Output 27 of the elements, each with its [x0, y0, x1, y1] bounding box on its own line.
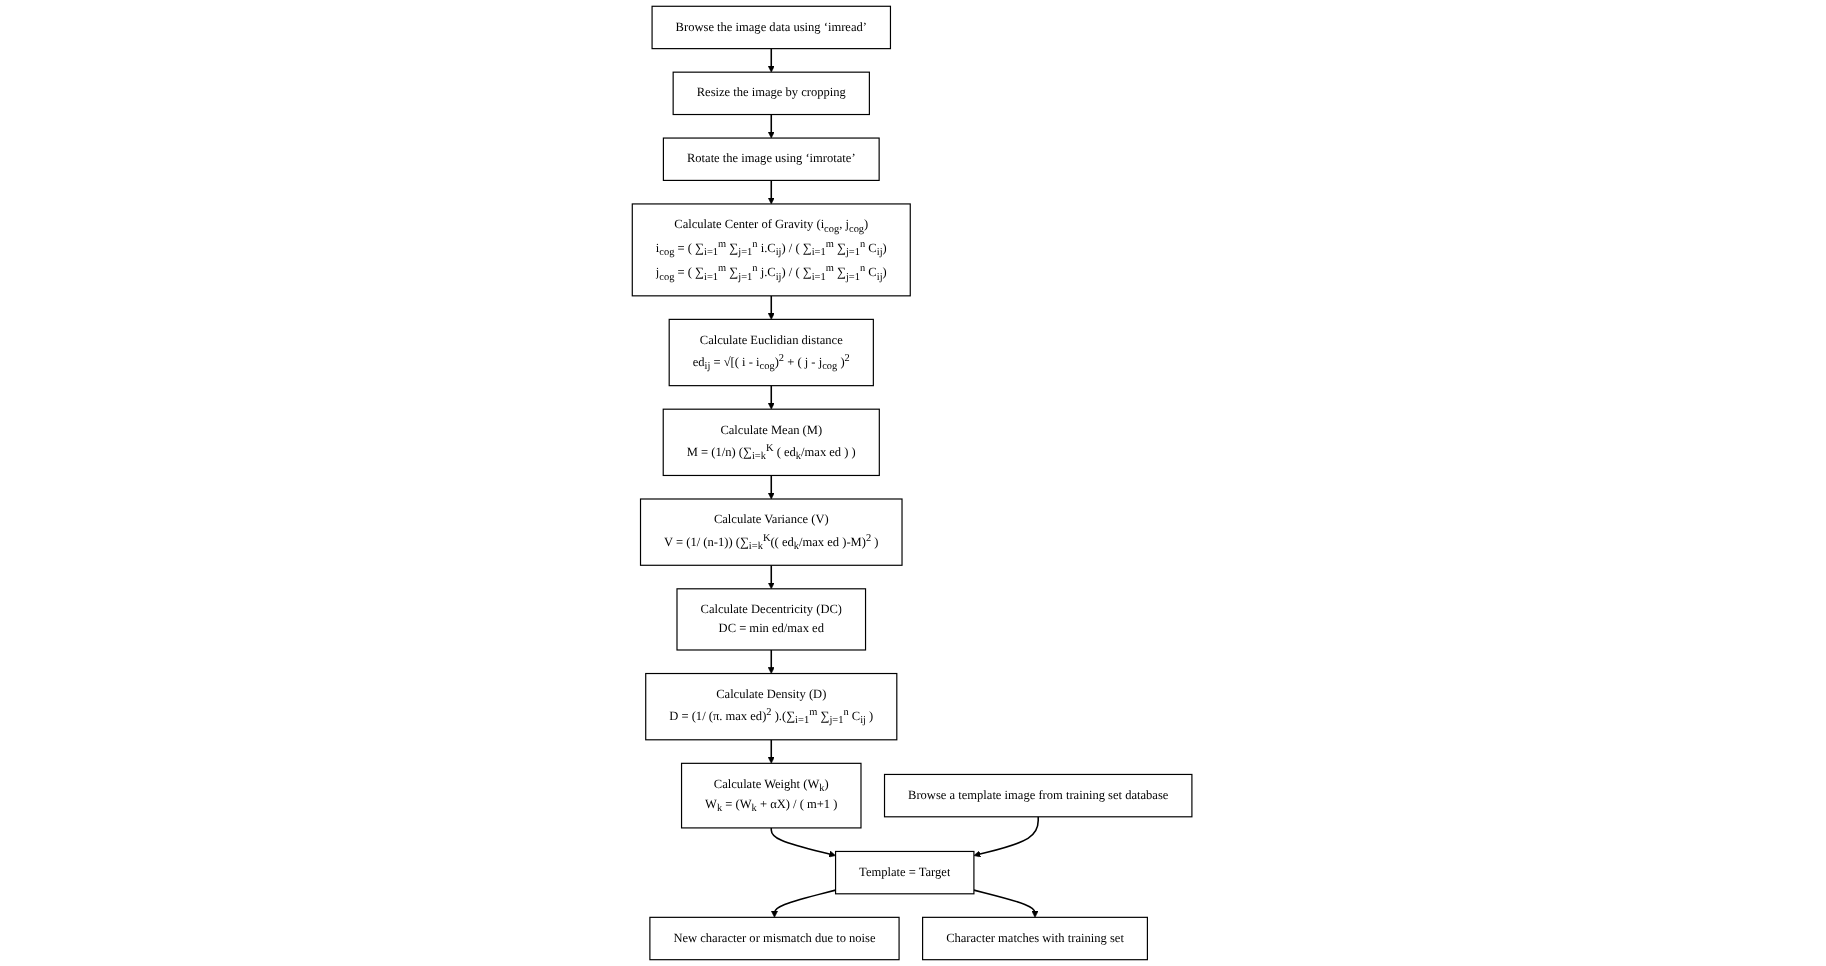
- node-box: [673, 71, 871, 116]
- node-box: [640, 498, 904, 566]
- arrow: [768, 474, 776, 500]
- arrow: [768, 295, 776, 320]
- arrow: [974, 816, 1040, 858]
- node-box: [681, 762, 863, 829]
- node-box: [835, 850, 976, 895]
- arrow: [768, 384, 776, 410]
- node-box: [884, 773, 1194, 818]
- node-box: [663, 408, 881, 477]
- node-box: [652, 5, 892, 50]
- node-box: [632, 203, 912, 297]
- arrow: [768, 649, 776, 674]
- arrow: [974, 889, 1040, 918]
- node-box: [669, 318, 875, 387]
- node-box: [663, 137, 881, 181]
- arrow: [771, 889, 838, 918]
- node-box: [677, 588, 868, 651]
- node-box: [650, 916, 901, 961]
- arrow: [768, 47, 776, 73]
- arrow: [768, 564, 776, 590]
- node-box: [646, 672, 899, 741]
- node-box: [922, 916, 1149, 961]
- arrow: [768, 739, 776, 764]
- arrow: [768, 179, 776, 205]
- arrow: [768, 113, 776, 139]
- arrow: [771, 827, 837, 858]
